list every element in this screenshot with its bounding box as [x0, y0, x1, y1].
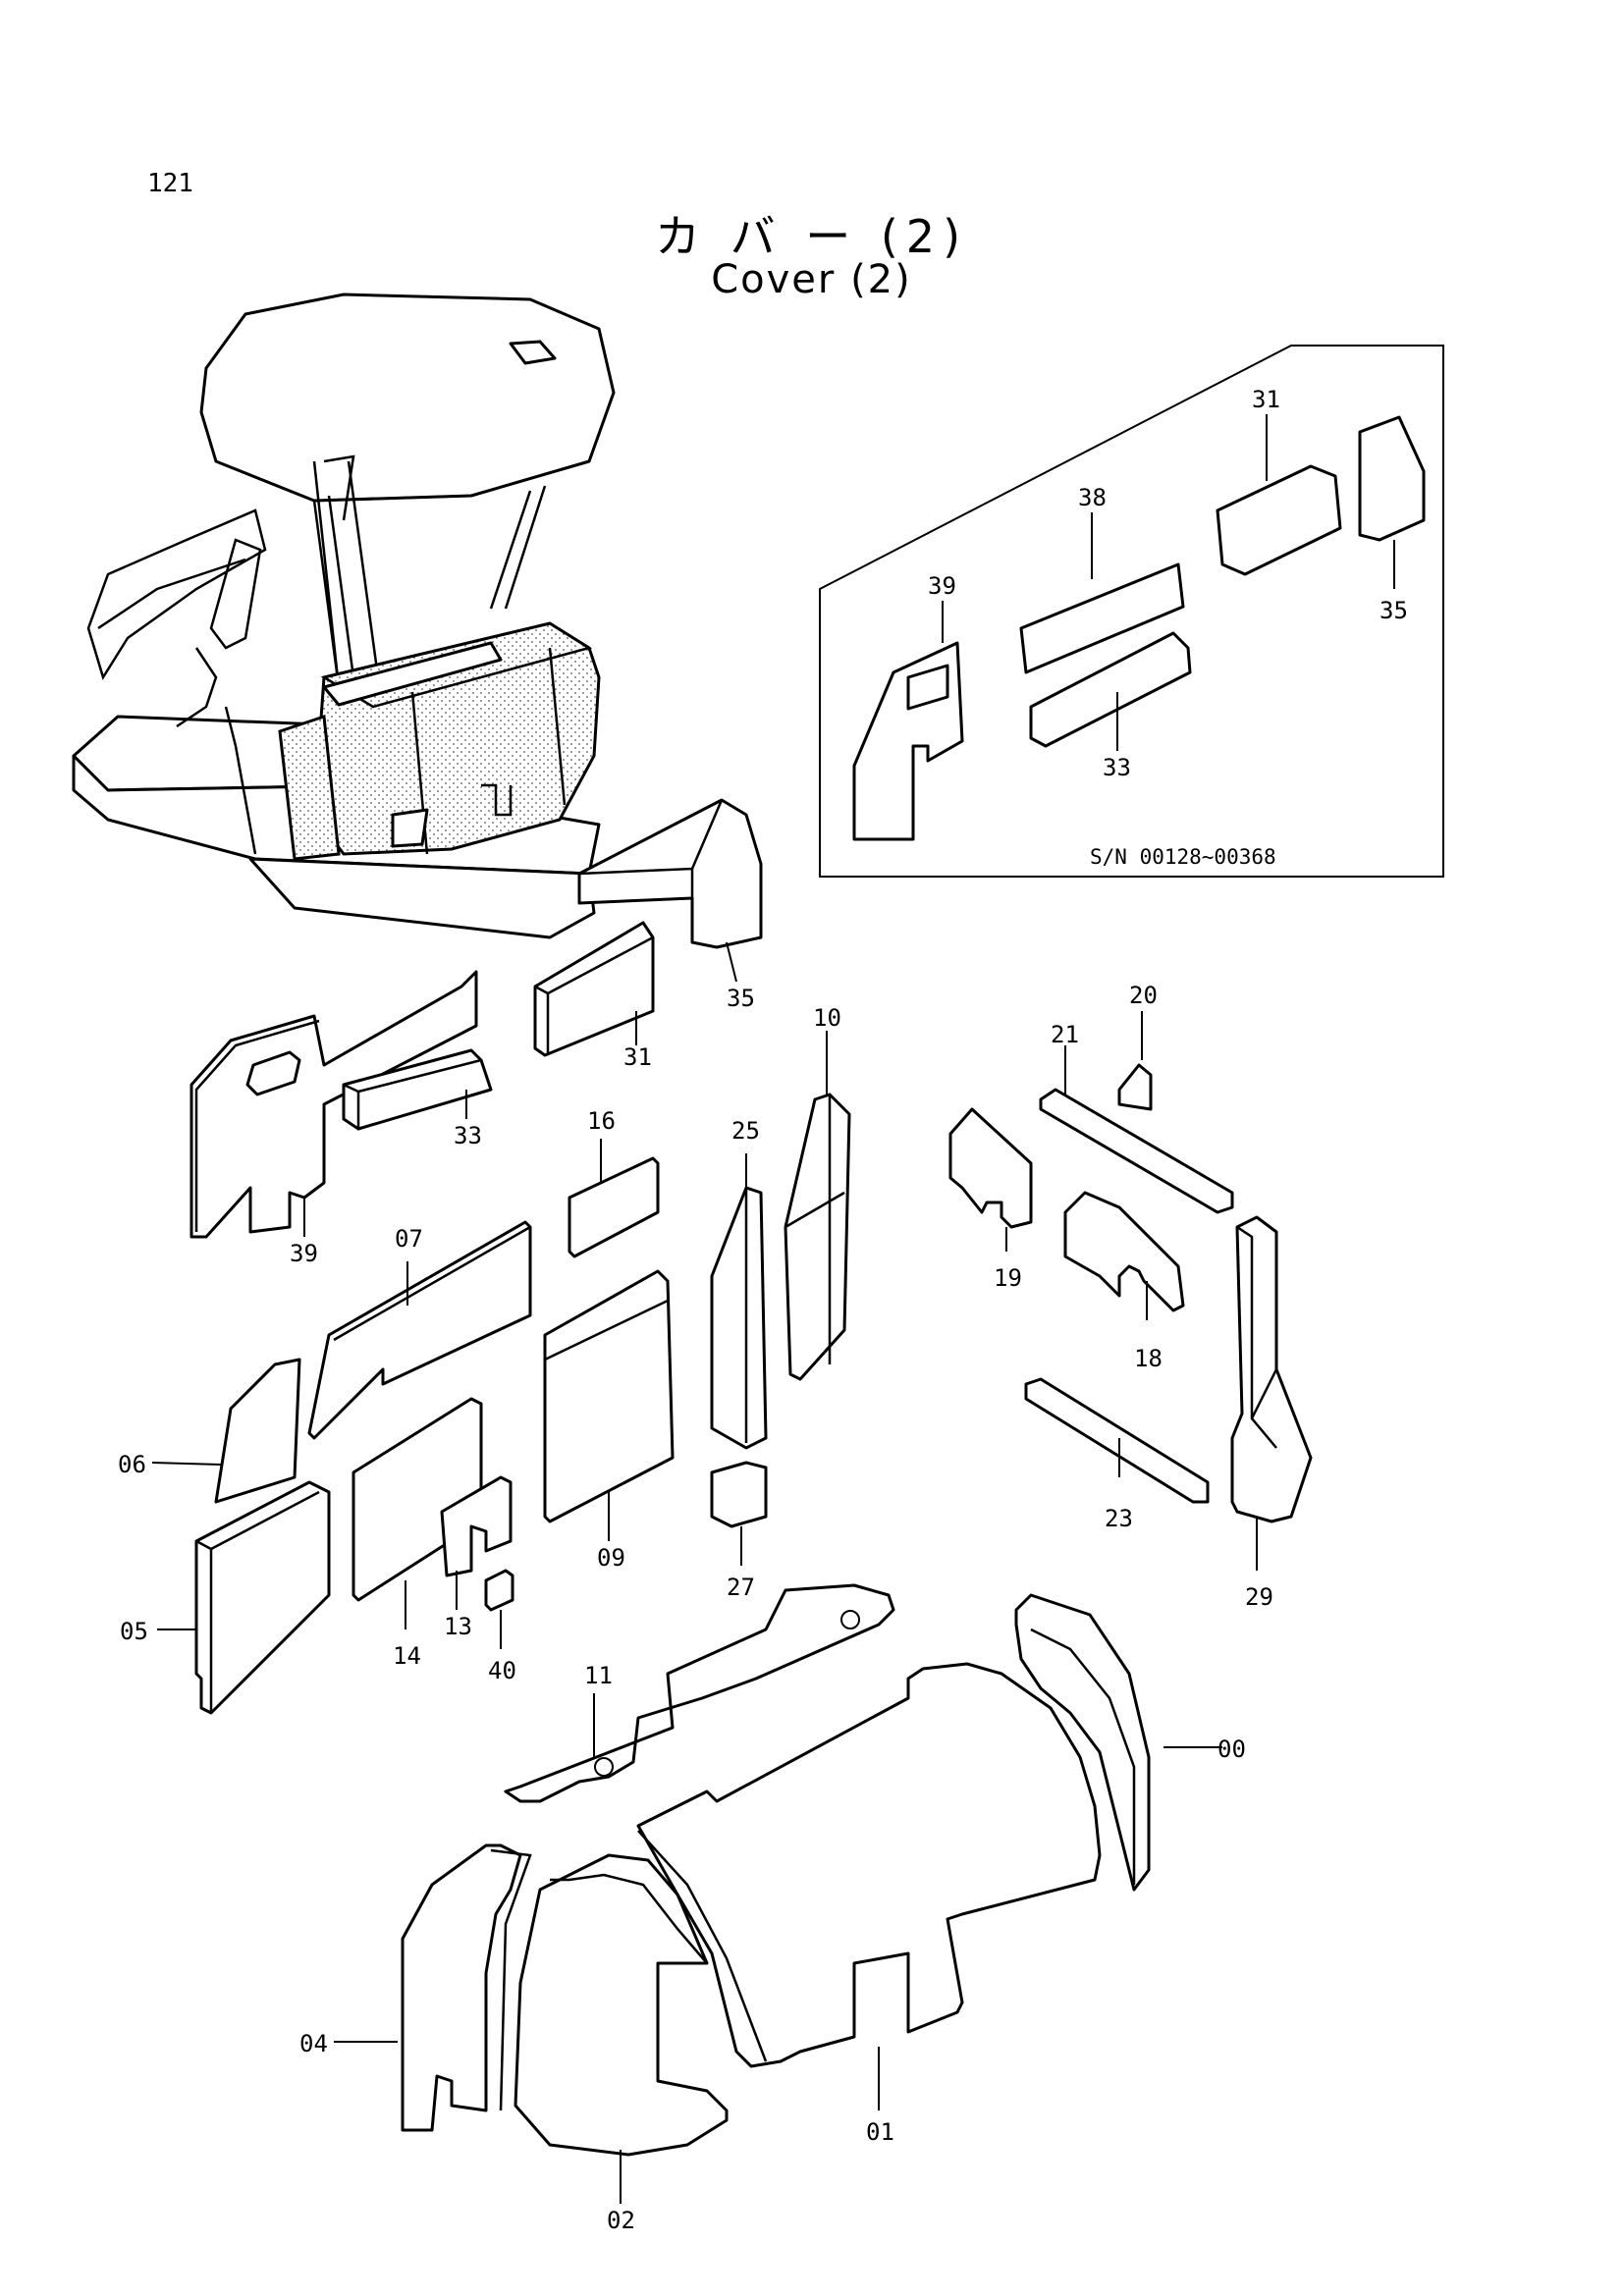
callout-05: 05 [120, 1618, 148, 1645]
part-16 [568, 1139, 660, 1258]
part-01 [636, 1662, 1102, 2110]
svg-text:35: 35 [1380, 597, 1408, 624]
part-31 [533, 921, 655, 1057]
part-11 [504, 1583, 895, 1803]
title-japanese: カ バ ー (2) [654, 210, 969, 263]
callout-31: 31 [623, 1043, 652, 1071]
part-35 [577, 798, 763, 983]
part-10 [784, 1031, 851, 1381]
page-number: 121 [147, 169, 193, 198]
serial-range-label: S/N 00128~00368 [1090, 845, 1276, 869]
part-40 [484, 1569, 514, 1649]
callout-23: 23 [1105, 1505, 1133, 1532]
callout-02: 02 [607, 2207, 635, 2234]
callout-00: 00 [1217, 1735, 1246, 1763]
part-18 [1063, 1191, 1185, 1320]
callout-25: 25 [731, 1117, 760, 1145]
part-19 [948, 1107, 1033, 1252]
callout-19: 19 [994, 1264, 1022, 1292]
part-29 [1230, 1215, 1313, 1571]
svg-text:33: 33 [1103, 754, 1131, 781]
machine-overview-illustration [72, 293, 616, 939]
part-07 [307, 1220, 532, 1440]
svg-text:38: 38 [1078, 484, 1107, 511]
callout-04: 04 [299, 2030, 328, 2057]
callout-14: 14 [393, 1642, 421, 1670]
part-33 [342, 1048, 493, 1131]
callout-13: 13 [444, 1613, 472, 1640]
part-23 [1024, 1377, 1210, 1504]
callout-33: 33 [454, 1122, 482, 1149]
part-05 [157, 1480, 331, 1715]
callout-39: 39 [290, 1240, 318, 1267]
callout-11: 11 [584, 1662, 613, 1689]
callout-40: 40 [488, 1657, 516, 1684]
callout-07: 07 [395, 1225, 423, 1253]
callout-27: 27 [727, 1574, 755, 1601]
callout-20: 20 [1129, 982, 1158, 1009]
callout-29: 29 [1245, 1583, 1273, 1611]
callout-06: 06 [118, 1451, 146, 1478]
title-english: Cover (2) [711, 257, 912, 302]
part-39 [189, 970, 478, 1239]
svg-text:31: 31 [1252, 386, 1280, 413]
callout-10: 10 [813, 1004, 841, 1032]
part-21 [1039, 1045, 1234, 1214]
inset-frame: S/N 00128~00368 39 38 31 35 33 [819, 345, 1444, 878]
part-02 [514, 1853, 729, 2204]
part-20 [1117, 1011, 1153, 1111]
part-00 [1014, 1593, 1222, 1892]
part-06 [151, 1358, 301, 1504]
svg-text:39: 39 [928, 572, 956, 600]
part-27 [710, 1461, 768, 1566]
callout-35: 35 [727, 985, 755, 1012]
callout-09: 09 [597, 1544, 625, 1572]
callout-18: 18 [1134, 1345, 1163, 1372]
part-13 [440, 1475, 513, 1610]
callout-16: 16 [587, 1107, 616, 1135]
part-25 [710, 1153, 768, 1450]
callout-01: 01 [866, 2118, 894, 2146]
part-04 [334, 1843, 532, 2132]
callout-21: 21 [1051, 1021, 1079, 1048]
part-09 [543, 1269, 675, 1541]
